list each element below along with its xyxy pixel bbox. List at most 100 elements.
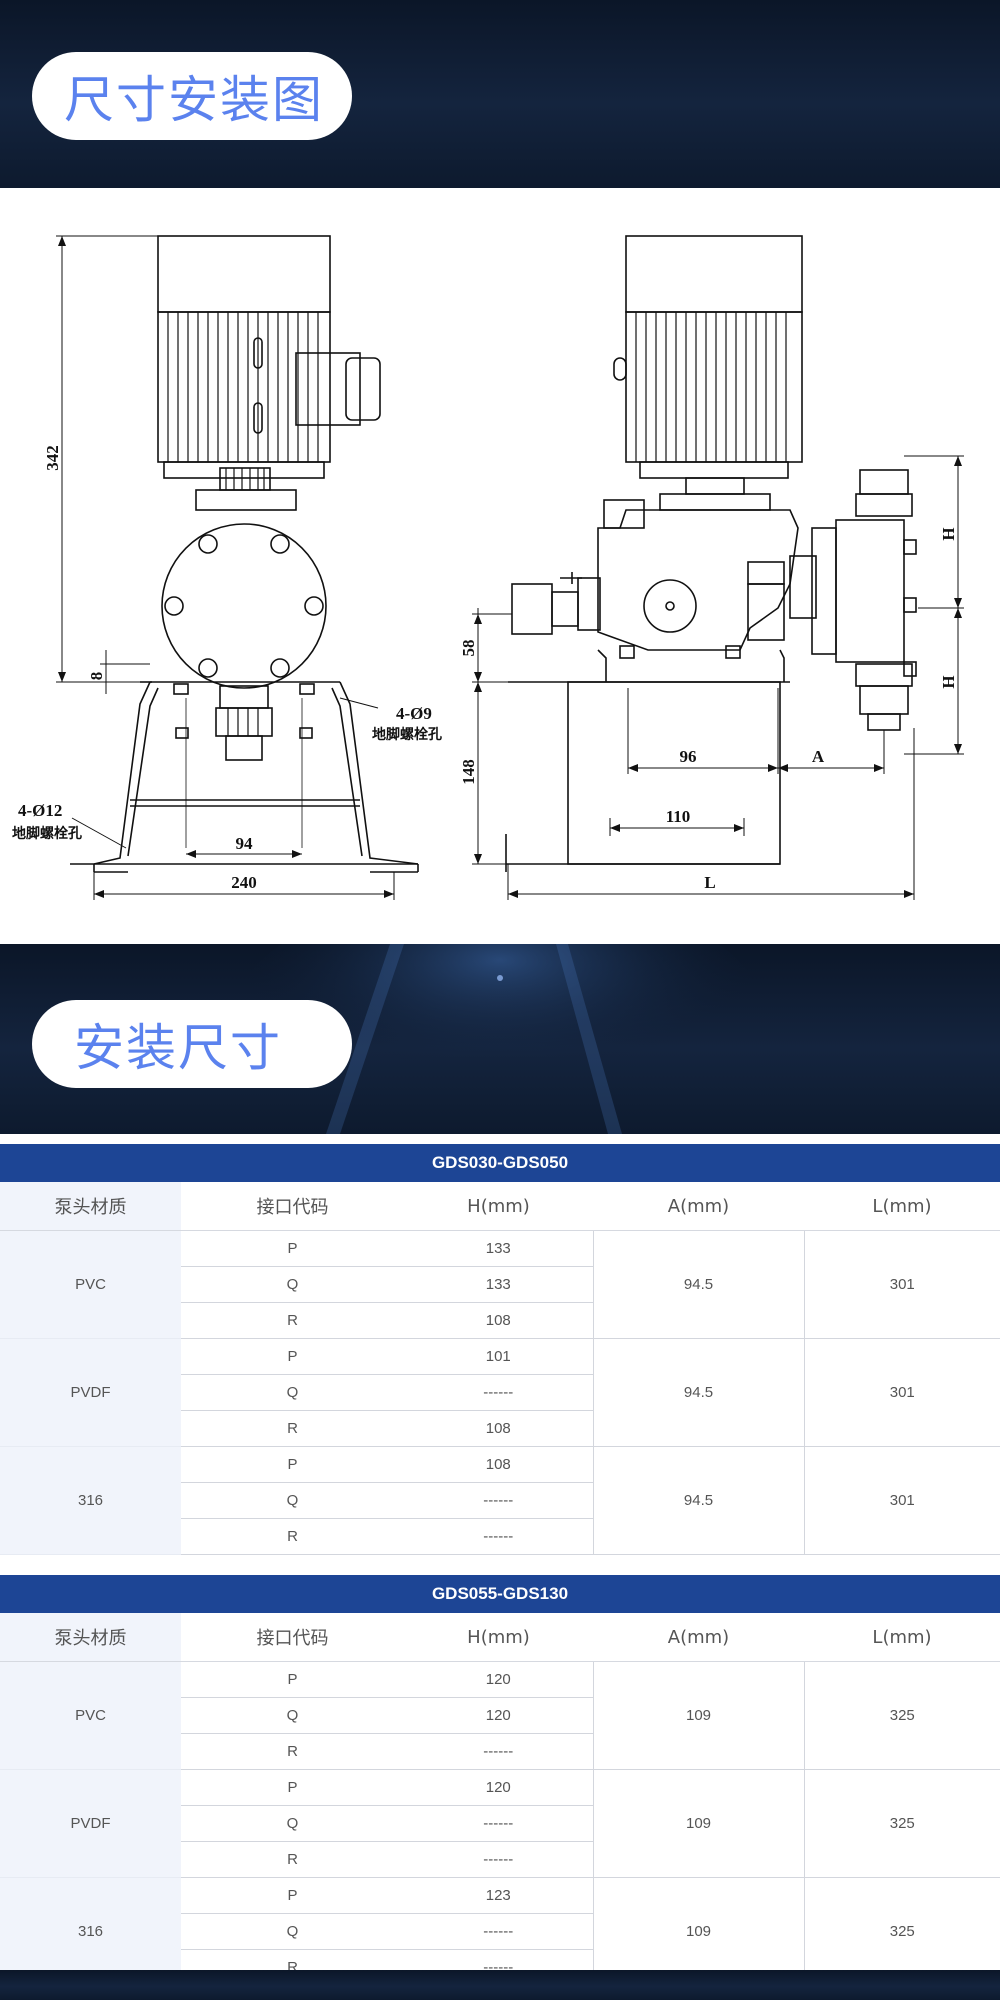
section-title: 尺寸安装图 xyxy=(64,71,324,129)
section-title-pill: 尺寸安装图 xyxy=(32,52,352,140)
dim-a: A xyxy=(812,747,825,766)
table-model-header: GDS030-GDS050 xyxy=(0,1144,1000,1182)
dim-342: 342 xyxy=(43,445,62,471)
dim-foot-cn: 地脚螺栓孔 xyxy=(12,825,82,842)
table-row: Q 133 xyxy=(0,1266,1000,1303)
a-cell: 109 xyxy=(592,1877,804,1986)
col-l: L(mm) xyxy=(804,1182,1000,1231)
dimension-table: 泵头材质 接口代码 H(mm) A(mm) L(mm) PVC P 133 94… xyxy=(0,1182,1000,1555)
h-cell: ------ xyxy=(404,1805,593,1842)
code-cell: Q xyxy=(181,1697,404,1734)
dim-148: 148 xyxy=(459,759,478,785)
section-title-pill: 安装尺寸 xyxy=(32,1000,352,1088)
code-cell: Q xyxy=(181,1482,404,1519)
h-cell: ------ xyxy=(404,1518,593,1555)
dim-h-bottom: H xyxy=(939,675,958,688)
dim-bolt: 4-Ø9 xyxy=(396,704,432,723)
h-cell: ------ xyxy=(404,1374,593,1411)
l-cell: 325 xyxy=(803,1769,1000,1878)
h-cell: 108 xyxy=(404,1302,593,1339)
code-cell: Q xyxy=(181,1913,404,1950)
h-cell: 123 xyxy=(404,1877,593,1914)
dim-foot: 4-Ø12 xyxy=(18,801,62,820)
material-cell: PVDF xyxy=(0,1769,181,1878)
table-row: R ------ xyxy=(0,1841,1000,1878)
col-h: H(mm) xyxy=(404,1182,593,1231)
h-cell: 101 xyxy=(404,1338,593,1375)
light-beam-decoration xyxy=(240,944,760,1134)
dim-110: 110 xyxy=(666,807,691,826)
a-cell: 109 xyxy=(592,1769,804,1878)
h-cell: 133 xyxy=(404,1266,593,1303)
h-cell: 133 xyxy=(404,1230,593,1267)
l-cell: 301 xyxy=(803,1230,1000,1339)
code-cell: R xyxy=(181,1841,404,1878)
table-row: R 108 xyxy=(0,1302,1000,1339)
code-cell: R xyxy=(181,1518,404,1555)
h-cell: 108 xyxy=(404,1446,593,1483)
material-cell: PVC xyxy=(0,1230,181,1339)
material-cell: 316 xyxy=(0,1446,181,1555)
dim-240: 240 xyxy=(231,873,257,892)
col-a: A(mm) xyxy=(593,1182,804,1231)
code-cell: Q xyxy=(181,1374,404,1411)
dim-58: 58 xyxy=(459,640,478,657)
dimension-drawing: 342 8 4-Ø9 地脚螺栓孔 4-Ø12 地脚螺栓孔 94 240 58 1… xyxy=(0,188,1000,944)
section-title: 安装尺寸 xyxy=(74,1019,282,1077)
h-cell: ------ xyxy=(404,1482,593,1519)
col-h: H(mm) xyxy=(404,1613,593,1662)
code-cell: P xyxy=(181,1769,404,1806)
code-cell: P xyxy=(181,1338,404,1375)
h-cell: ------ xyxy=(404,1733,593,1770)
col-code: 接口代码 xyxy=(181,1182,404,1231)
h-cell: ------ xyxy=(404,1913,593,1950)
col-material: 泵头材质 xyxy=(0,1613,181,1662)
table-row: Q 120 xyxy=(0,1697,1000,1734)
h-cell: 120 xyxy=(404,1661,593,1698)
section-header-band: 尺寸安装图 xyxy=(0,0,1000,188)
col-a: A(mm) xyxy=(593,1613,804,1662)
dim-l: L xyxy=(704,873,715,892)
l-cell: 301 xyxy=(803,1446,1000,1555)
dim-h-top: H xyxy=(939,527,958,540)
a-cell: 94.5 xyxy=(592,1446,804,1555)
section-header-band: 安装尺寸 xyxy=(0,944,1000,1134)
table-header-row: 泵头材质 接口代码 H(mm) A(mm) L(mm) xyxy=(0,1613,1000,1662)
table-row: PVC P 133 94.5 301 xyxy=(0,1230,1000,1339)
a-cell: 94.5 xyxy=(592,1338,804,1447)
code-cell: R xyxy=(181,1302,404,1339)
table-row: PVDF P 120 109 325 xyxy=(0,1769,1000,1878)
h-cell: 120 xyxy=(404,1769,593,1806)
material-cell: PVDF xyxy=(0,1338,181,1447)
l-cell: 325 xyxy=(803,1877,1000,1986)
l-cell: 325 xyxy=(803,1661,1000,1770)
col-l: L(mm) xyxy=(804,1613,1000,1662)
col-material: 泵头材质 xyxy=(0,1182,181,1231)
dim-96: 96 xyxy=(680,747,697,766)
dim-8: 8 xyxy=(87,672,106,681)
col-code: 接口代码 xyxy=(181,1613,404,1662)
dim-bolt-cn: 地脚螺栓孔 xyxy=(372,726,442,743)
h-cell: 120 xyxy=(404,1697,593,1734)
h-cell: ------ xyxy=(404,1841,593,1878)
code-cell: Q xyxy=(181,1266,404,1303)
table-row: Q ------ xyxy=(0,1913,1000,1950)
l-cell: 301 xyxy=(803,1338,1000,1447)
table-row: PVC P 120 109 325 xyxy=(0,1661,1000,1770)
table-row: R ------ xyxy=(0,1518,1000,1555)
table-row: Q ------ xyxy=(0,1482,1000,1519)
a-cell: 109 xyxy=(592,1661,804,1770)
code-cell: P xyxy=(181,1230,404,1267)
code-cell: P xyxy=(181,1661,404,1698)
code-cell: P xyxy=(181,1446,404,1483)
dimension-table: 泵头材质 接口代码 H(mm) A(mm) L(mm) PVC P 120 10… xyxy=(0,1613,1000,1986)
table-model-header: GDS055-GDS130 xyxy=(0,1575,1000,1613)
code-cell: R xyxy=(181,1410,404,1447)
left-view xyxy=(70,235,419,873)
table-header-row: 泵头材质 接口代码 H(mm) A(mm) L(mm) xyxy=(0,1182,1000,1231)
h-cell: 108 xyxy=(404,1410,593,1447)
a-cell: 94.5 xyxy=(592,1230,804,1339)
table-row: Q ------ xyxy=(0,1374,1000,1411)
material-cell: 316 xyxy=(0,1877,181,1986)
table-row: R ------ xyxy=(0,1733,1000,1770)
